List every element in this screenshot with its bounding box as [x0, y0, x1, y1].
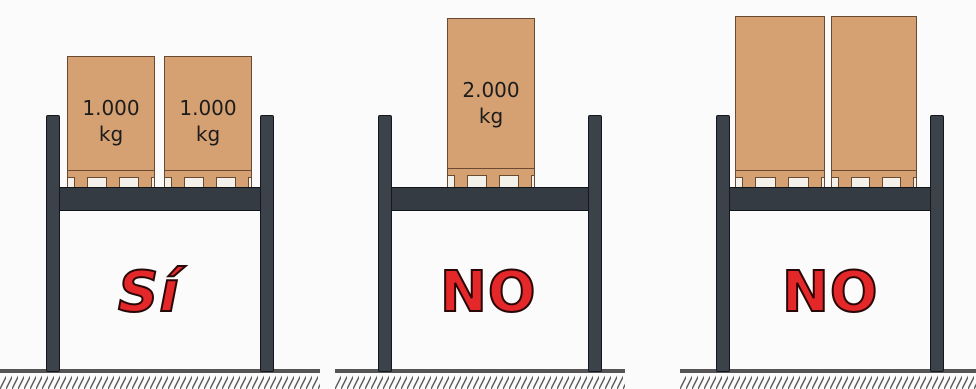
rack-upright-left — [378, 115, 392, 372]
floor-hatch — [335, 369, 625, 389]
rack-upright-left — [46, 115, 60, 372]
rack-upright-left — [716, 115, 730, 372]
load-box-2 — [831, 16, 917, 172]
rack-beam — [384, 187, 598, 211]
floor-hatch — [680, 369, 976, 389]
verdict-label: NO — [440, 260, 536, 325]
load-box-1 — [735, 16, 825, 172]
rack-beam — [52, 187, 274, 211]
rack-upright-right — [260, 115, 274, 372]
verdict-label: Sí — [118, 260, 180, 325]
floor-hatch — [0, 369, 320, 389]
rack-beam — [724, 187, 938, 211]
rack-upright-right — [930, 115, 944, 372]
rack-upright-right — [588, 115, 602, 372]
verdict-label: NO — [782, 260, 878, 325]
